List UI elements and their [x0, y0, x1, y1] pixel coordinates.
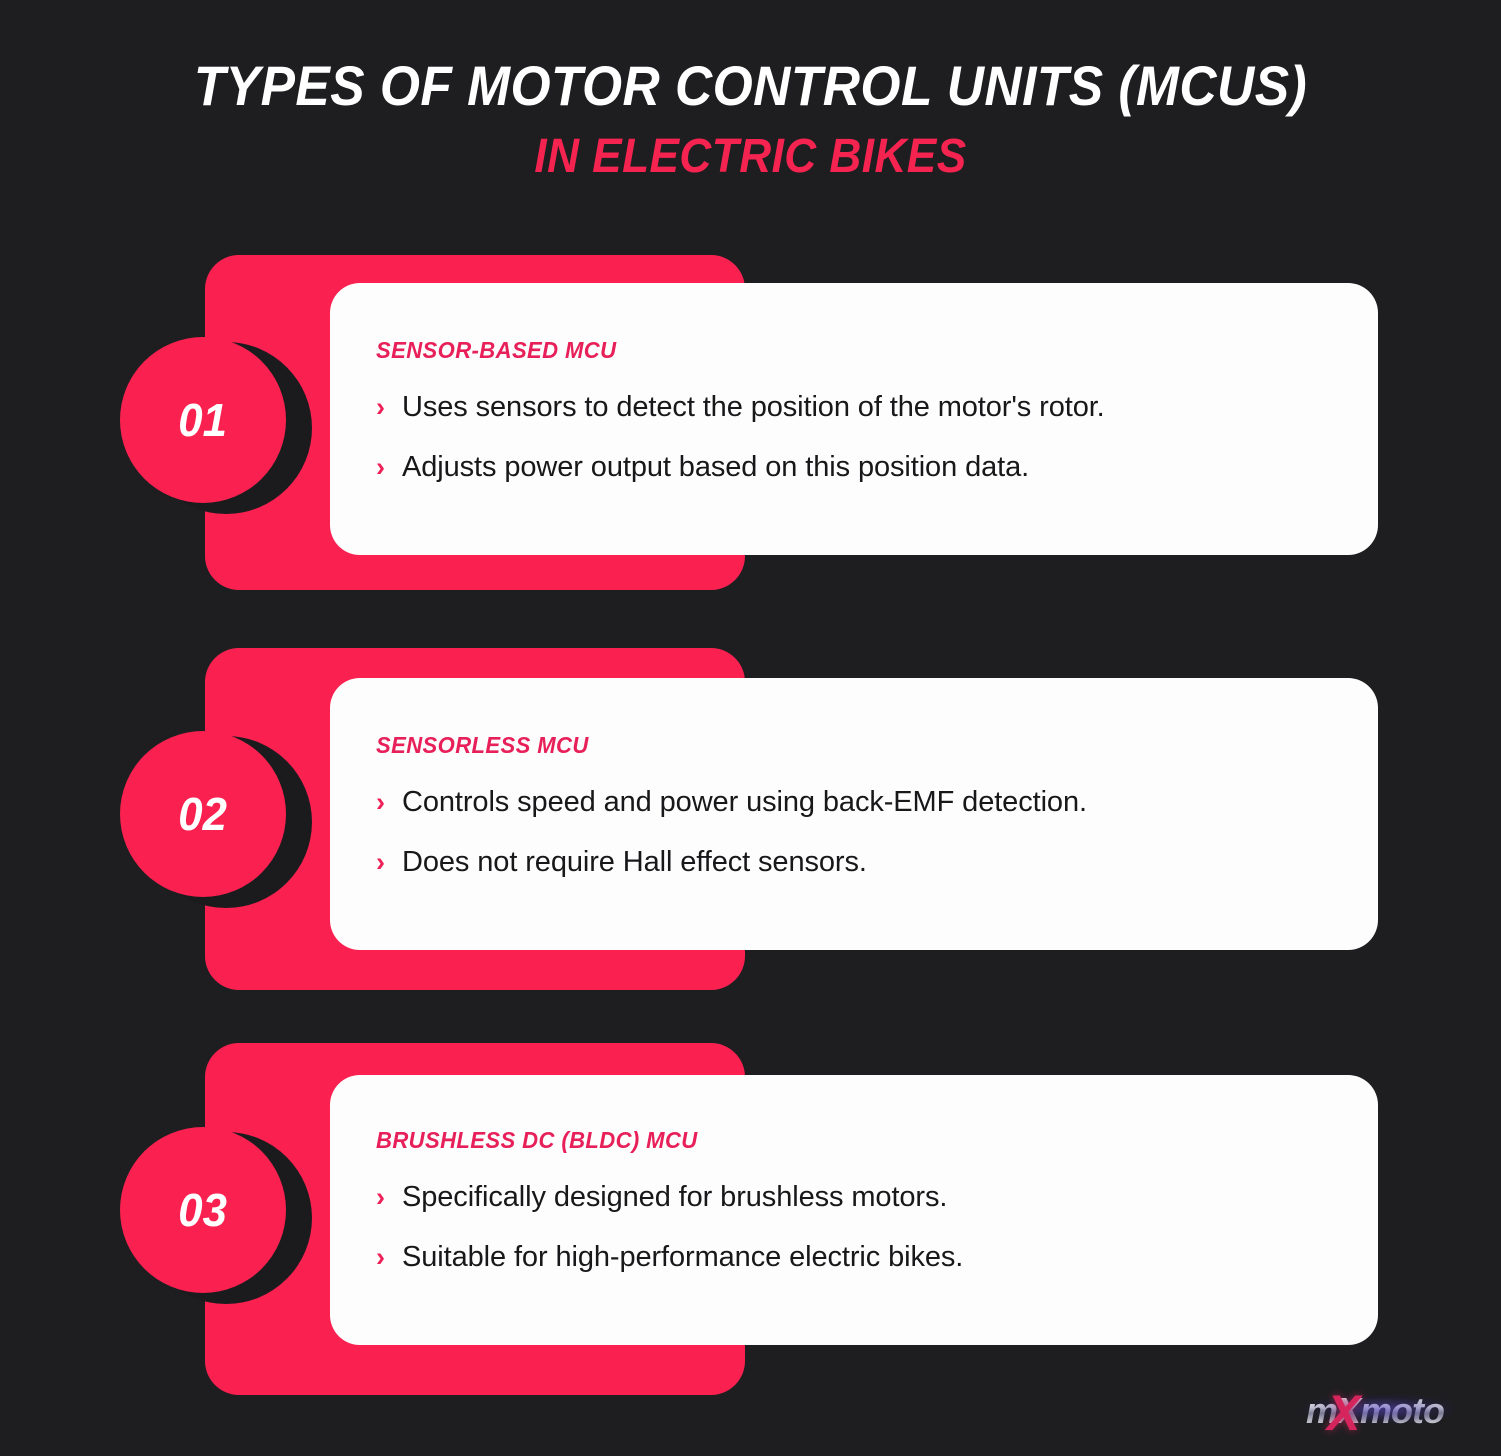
number-circle-01: 01 [120, 337, 286, 503]
logo-glow [1303, 1394, 1453, 1424]
chevron-right-icon: › [376, 847, 385, 877]
bullet-text: Uses sensors to detect the position of t… [402, 391, 1105, 423]
brand-logo: mXmoto X [1277, 1384, 1473, 1442]
title-line-secondary: IN ELECTRIC BIKES [534, 130, 967, 183]
chevron-right-icon: › [376, 452, 385, 482]
content-card-02: SENSORLESS MCU › Controls speed and powe… [330, 678, 1378, 950]
list-item: › Does not require Hall effect sensors. [376, 845, 1334, 879]
card-heading-02: SENSORLESS MCU [376, 732, 589, 758]
bullet-list-01: › Uses sensors to detect the position of… [376, 390, 1334, 484]
chevron-right-icon: › [376, 1182, 385, 1212]
bullet-list-02: › Controls speed and power using back-EM… [376, 785, 1334, 879]
list-item: › Adjusts power output based on this pos… [376, 450, 1334, 484]
number-circle-02: 02 [120, 731, 286, 897]
number-circle-03: 03 [120, 1127, 286, 1293]
card-number-02: 02 [178, 788, 228, 840]
chevron-right-icon: › [376, 392, 385, 422]
logo-x-icon: X [1327, 1385, 1361, 1441]
list-item: › Controls speed and power using back-EM… [376, 785, 1334, 819]
bullet-list-03: › Specifically designed for brushless mo… [376, 1180, 1334, 1274]
list-item: › Uses sensors to detect the position of… [376, 390, 1334, 424]
card-number-01: 01 [178, 394, 228, 446]
chevron-right-icon: › [376, 1242, 385, 1272]
title-line-primary: TYPES OF MOTOR CONTROL UNITS (MCUS) [193, 54, 1308, 117]
bullet-text: Controls speed and power using back-EMF … [402, 786, 1087, 818]
bullet-text: Adjusts power output based on this posit… [402, 451, 1030, 483]
chevron-right-icon: › [376, 787, 385, 817]
card-heading-03: BRUSHLESS DC (BLDC) MCU [376, 1127, 698, 1153]
page-title: TYPES OF MOTOR CONTROL UNITS (MCUS) IN E… [0, 52, 1501, 188]
bullet-text: Suitable for high-performance electric b… [402, 1241, 964, 1273]
card-number-03: 03 [178, 1184, 228, 1236]
content-card-03: BRUSHLESS DC (BLDC) MCU › Specifically d… [330, 1075, 1378, 1345]
content-card-01: SENSOR-BASED MCU › Uses sensors to detec… [330, 283, 1378, 555]
bullet-text: Specifically designed for brushless moto… [402, 1181, 948, 1213]
list-item: › Specifically designed for brushless mo… [376, 1180, 1334, 1214]
bullet-text: Does not require Hall effect sensors. [402, 846, 867, 878]
card-heading-01: SENSOR-BASED MCU [376, 337, 617, 363]
list-item: › Suitable for high-performance electric… [376, 1240, 1334, 1274]
